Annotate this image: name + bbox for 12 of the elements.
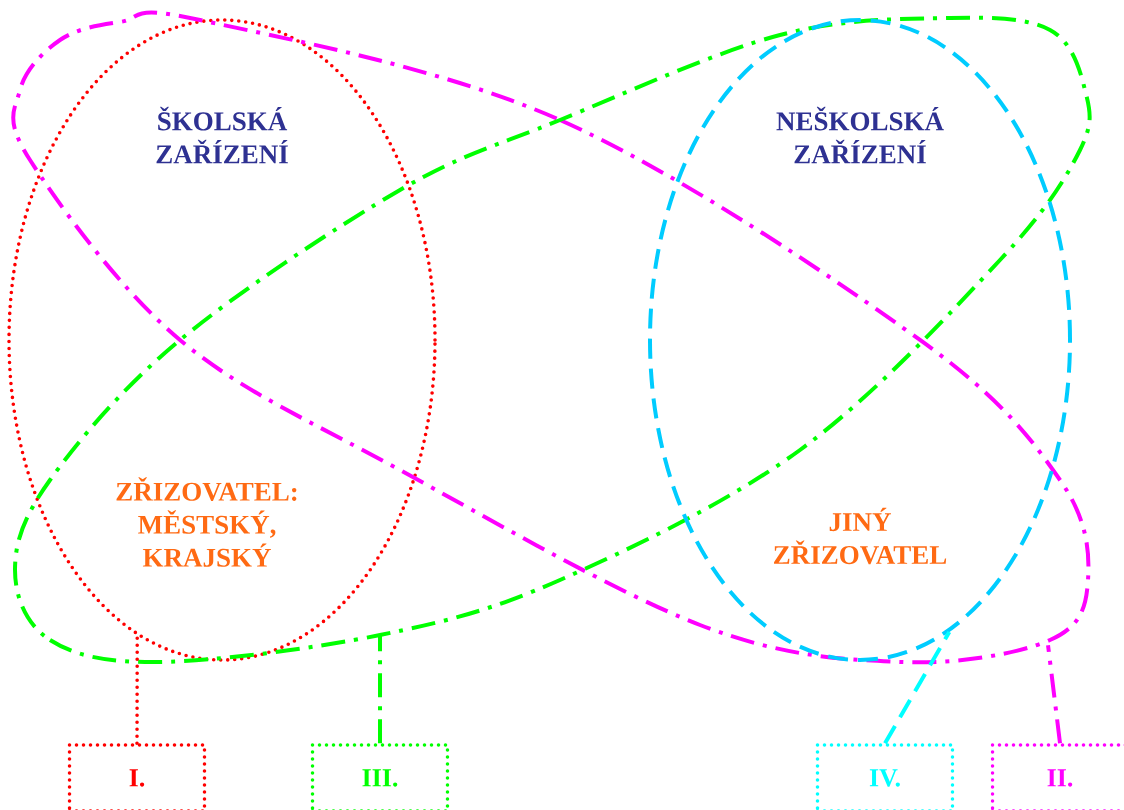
label-box: II. <box>990 743 1124 810</box>
region-label: JINÝ ZŘIZOVATEL <box>774 507 947 565</box>
leader-line <box>1046 644 1062 744</box>
leader-line <box>378 635 382 744</box>
leader-line <box>883 631 952 745</box>
region-label: ŠKOLSKÁ ZAŘÍZENÍ <box>156 106 288 164</box>
label-box: IV. <box>815 743 955 810</box>
label-box: I. <box>67 743 207 810</box>
label-box: III. <box>310 743 450 810</box>
region-label: ZŘIZOVATEL: MĚSTSKÝ, KRAJSKÝ <box>116 477 297 567</box>
region-label: NEŠKOLSKÁ ZAŘÍZENÍ <box>776 106 944 164</box>
leader-line <box>135 633 140 745</box>
